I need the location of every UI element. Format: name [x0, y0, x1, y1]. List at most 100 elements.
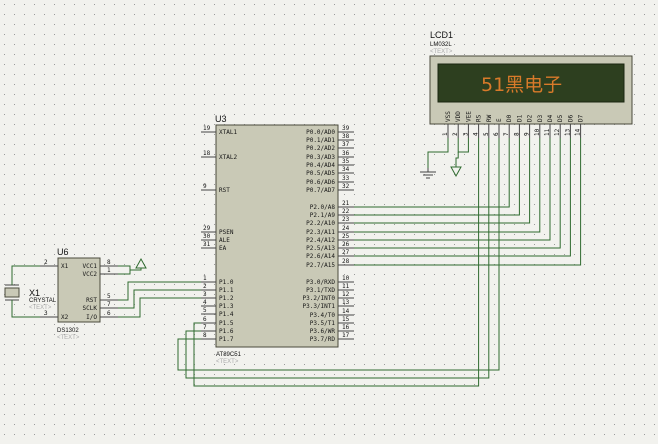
lcd-pin-number: 12 — [554, 128, 561, 136]
lcd-text-placeholder: <TEXT> — [430, 49, 453, 55]
lcd-pin-number: 8 — [513, 132, 520, 136]
rtc-pin-number-6: 6 — [107, 310, 111, 317]
lcd-pin-label-rs: RS — [476, 114, 483, 122]
mcu-pin-number-17: 17 — [342, 332, 350, 339]
rtc-pin-label-vcc2: VCC2 — [83, 271, 98, 278]
lcd-pin-label-d1: D1 — [516, 114, 523, 122]
lcd-pin-number: 2 — [452, 132, 459, 136]
mcu-pin-number-27: 27 — [342, 249, 350, 256]
crystal-component[interactable]: X1 CRYSTAL <TEXT> — [4, 284, 57, 311]
mcu-pin-label-p0-6-ad6: P0.6/AD6 — [306, 179, 335, 186]
crystal-part: CRYSTAL — [29, 298, 57, 304]
rtc-pin-number-8: 8 — [107, 259, 111, 266]
lcd-pin-label-vdd: VDD — [455, 111, 462, 122]
mcu-pin-number-9: 9 — [203, 183, 207, 190]
mcu-pin-number-31: 31 — [203, 241, 211, 248]
lcd-pin-label-vss: VSS — [445, 111, 452, 122]
rtc-ref: U6 — [57, 247, 69, 257]
mcu-pin-number-33: 33 — [342, 175, 350, 182]
wire-p2-0-to-lcd-d0 — [354, 138, 510, 208]
mcu-pin-label-p3-0-rxd: P3.0/RXD — [306, 279, 335, 286]
mcu-pin-label-p2-7-a15: P2.7/A15 — [306, 262, 335, 269]
rtc-pin-label-sclk: SCLK — [83, 305, 98, 312]
mcu-pin-number-34: 34 — [342, 166, 350, 173]
lcd-ref: LCD1 — [430, 30, 453, 40]
lcd-pin-label-d2: D2 — [527, 114, 534, 122]
mcu-pin-number-23: 23 — [342, 216, 350, 223]
mcu-pin-number-13: 13 — [342, 299, 350, 306]
mcu-pin-label-p2-0-a8: P2.0/A8 — [310, 204, 336, 211]
lcd-pin-number: 3 — [462, 132, 469, 136]
mcu-pin-number-14: 14 — [342, 308, 350, 315]
mcu-pin-label-p2-2-a10: P2.2/A10 — [306, 220, 335, 227]
mcu-pin-label-p3-5-t1: P3.5/T1 — [310, 320, 336, 327]
mcu-pin-number-28: 28 — [342, 258, 350, 265]
mcu-pin-label-p3-4-t0: P3.4/T0 — [310, 312, 336, 319]
lcd-pin-label-e: E — [496, 118, 503, 122]
mcu-pin-label-p3-7-rd: P3.7/RD — [310, 336, 336, 343]
lcd-component[interactable]: LCD1 LM032L <TEXT> 51黑电子 VSS1VDD2VEE3RS4… — [429, 30, 633, 138]
mcu-pin-label-p1-1: P1.1 — [219, 287, 234, 294]
mcu-pin-label-p0-1-ad1: P0.1/AD1 — [306, 137, 335, 144]
wire-group — [11, 138, 582, 387]
lcd-pin-label-d3: D3 — [537, 114, 544, 122]
mcu-pin-label-p1-3: P1.3 — [219, 303, 234, 310]
mcu-pin-label-xtal2: XTAL2 — [219, 154, 237, 161]
mcu-pin-group: 19XTAL118XTAL29RST29PSEN30ALE31EA1P1.02P… — [201, 125, 354, 343]
wire-p1-7-to-lcd-ctrl — [177, 138, 500, 371]
wire-p2-7-to-lcd-d7 — [354, 138, 582, 266]
mcu-pin-number-8: 8 — [203, 332, 207, 339]
mcu-pin-label-xtal1: XTAL1 — [219, 129, 237, 136]
rtc-text-placeholder: <TEXT> — [57, 335, 80, 341]
lcd-pin-number: 11 — [544, 128, 551, 136]
wire-rtc-rst-p1-0 — [118, 281, 201, 301]
rtc-pin-label-x1: X1 — [61, 263, 69, 270]
mcu-pin-label-p1-5: P1.5 — [219, 320, 234, 327]
mcu-pin-number-15: 15 — [342, 316, 350, 323]
mcu-component[interactable]: U3 AT89C51 <TEXT> 19XTAL118XTAL29RST29PS… — [201, 114, 354, 365]
mcu-pin-label-p2-6-a14: P2.6/A14 — [306, 253, 335, 260]
mcu-pin-number-5: 5 — [203, 307, 207, 314]
wire-p2-3-to-lcd-d3 — [354, 138, 541, 233]
mcu-pin-label-ale: ALE — [219, 237, 230, 244]
mcu-pin-label-p3-3-int1: P3.3/INT1 — [302, 303, 335, 310]
rtc-component[interactable]: U6 DS1302 <TEXT> 2X13X28VCC11VCC25RST7SC… — [40, 247, 118, 341]
mcu-pin-label-p0-3-ad3: P0.3/AD3 — [306, 154, 335, 161]
mcu-pin-number-32: 32 — [342, 183, 350, 190]
lcd-pin-number: 14 — [575, 128, 582, 136]
rtc-pin-number-5: 5 — [107, 293, 111, 300]
lcd-pin-label-d0: D0 — [506, 114, 513, 122]
rtc-pin-label-x2: X2 — [61, 314, 69, 321]
mcu-pin-label-p1-7: P1.7 — [219, 336, 234, 343]
lcd-display-text: 51黑电子 — [481, 74, 562, 96]
mcu-pin-label-psen: PSEN — [219, 229, 234, 236]
power-arrow-rtc — [135, 257, 147, 269]
mcu-pin-number-18: 18 — [203, 150, 211, 157]
mcu-pin-number-11: 11 — [342, 283, 350, 290]
rtc-pin-number-7: 7 — [107, 301, 111, 308]
wire-p2-2-to-lcd-d2 — [354, 138, 531, 224]
mcu-pin-label-p1-6: P1.6 — [219, 328, 234, 335]
mcu-text-placeholder: <TEXT> — [216, 359, 239, 365]
lcd-pin-number: 9 — [524, 132, 531, 136]
mcu-pin-number-37: 37 — [342, 141, 350, 148]
mcu-pin-label-ea: EA — [219, 245, 227, 252]
lcd-pin-label-d6: D6 — [567, 114, 574, 122]
lcd-pin-number: 7 — [503, 132, 510, 136]
wire-lcd-vss-gnd — [427, 138, 449, 168]
rtc-pin-label-i-o: I/O — [86, 314, 97, 321]
wire-rtc-sclk-p1-1 — [118, 289, 201, 309]
mcu-pin-number-36: 36 — [342, 150, 350, 157]
mcu-pin-number-16: 16 — [342, 324, 350, 331]
mcu-pin-number-6: 6 — [203, 316, 207, 323]
mcu-pin-number-10: 10 — [342, 275, 350, 282]
lcd-screen — [437, 63, 625, 103]
mcu-pin-label-p2-4-a12: P2.4/A12 — [306, 237, 335, 244]
rtc-pin-label-vcc1: VCC1 — [83, 263, 98, 270]
mcu-pin-label-p3-1-txd: P3.1/TXD — [306, 287, 335, 294]
lcd-pin-group: VSS1VDD2VEE3RS4RW5E6D07D18D29D310D411D51… — [442, 111, 585, 138]
lcd-part: LM032L — [430, 42, 452, 48]
rtc-body — [57, 257, 101, 323]
